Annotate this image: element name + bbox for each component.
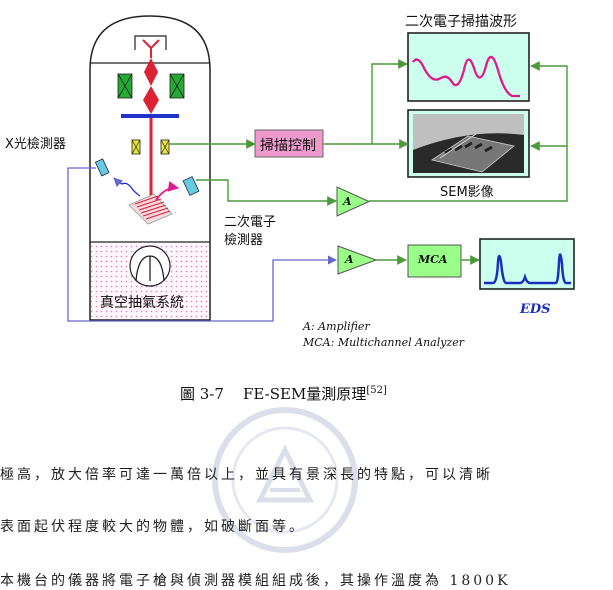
- eds-panel: [480, 239, 574, 289]
- label-amp-se: A: [343, 195, 352, 208]
- label-scan-waveform: 二次電子掃描波形: [405, 11, 517, 31]
- scan-waveform-panel: [408, 33, 529, 101]
- label-sem-image: SEM影像: [440, 181, 494, 200]
- amplifier-se: [337, 187, 369, 216]
- label-vacuum: 真空抽氣系統: [100, 292, 184, 312]
- label-se-detector-2: 檢測器: [224, 229, 263, 248]
- legend-amplifier: A: Amplifier: [303, 320, 370, 333]
- label-mca: MCA: [418, 253, 447, 266]
- amplifier-xray: [338, 246, 376, 274]
- label-eds: EDS: [520, 302, 551, 317]
- body-text-line-3: 本機台的儀器將電子槍與偵測器模組組成後，其操作溫度為 1800K: [0, 570, 511, 590]
- body-text-line-1: 極高，放大倍率可達一萬倍以上，並具有景深長的特點，可以清晰: [0, 464, 493, 484]
- label-amp-xray: A: [345, 253, 354, 266]
- label-scan-control: 掃描控制: [260, 135, 316, 155]
- vacuum-pump-icon: [130, 246, 170, 286]
- body-text-line-2: 表面起伏程度較大的物體，如破斷面等。: [0, 516, 306, 536]
- legend-mca: MCA: Multichannel Analyzer: [303, 336, 464, 349]
- label-se-detector-1: 二次電子: [224, 211, 276, 230]
- aperture: [121, 114, 179, 118]
- label-xray-detector: X光檢測器: [5, 133, 66, 152]
- sem-image-panel: [408, 110, 529, 177]
